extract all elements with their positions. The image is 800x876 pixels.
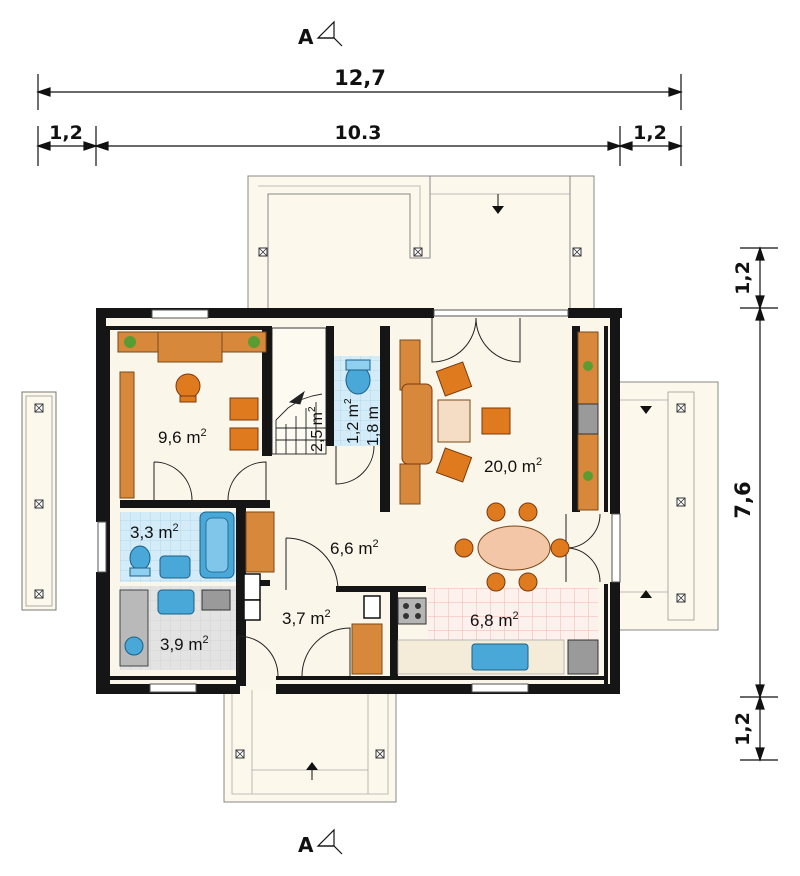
dimension-overall-depth-label: 7,6 (731, 481, 755, 518)
room-label-hall: 6,6 m2 (330, 538, 379, 558)
room-labels: 9,6 m2 2,5 m2 1,2 m2 1,8 m 20,0 m2 3,3 m… (130, 398, 542, 654)
room-label-wc: 1,2 m2 (343, 398, 362, 444)
dimension-vertical (740, 246, 778, 762)
right-terrace (611, 381, 719, 631)
kitchen-fixtures (351, 595, 599, 675)
living-furniture (399, 331, 599, 592)
room-label-study: 9,6 m2 (158, 427, 207, 447)
room-label-laundry: 3,9 m2 (160, 634, 209, 654)
room-label-wc-dimension: 1,8 m (365, 406, 382, 446)
windows (97, 309, 621, 693)
section-marker-top-label: A (298, 25, 314, 49)
kitchen-tiles (428, 588, 598, 640)
dimension-segments (36, 126, 683, 166)
section-marker-top: A (298, 20, 343, 49)
section-marker-bottom-label: A (298, 833, 314, 857)
room-label-stairs: 2,5 m2 (307, 406, 326, 452)
laundry-fixtures (119, 573, 261, 667)
dimension-left-offset-label: 1,2 (49, 122, 83, 144)
dimension-top-offset-label: 1,2 (732, 261, 754, 295)
section-marker-bottom: A (298, 828, 343, 857)
room-label-living: 20,0 m2 (484, 456, 542, 476)
room-label-kitchen: 6,8 m2 (470, 610, 519, 630)
dimension-right-offset-label: 1,2 (633, 122, 667, 144)
dimension-overall-width (36, 74, 683, 110)
entrance-terrace (223, 685, 397, 803)
room-label-vestibule: 3,7 m2 (282, 608, 331, 628)
walls (96, 308, 622, 694)
left-fence-element (21, 391, 57, 611)
top-terrace (247, 175, 595, 315)
dimension-bottom-offset-label: 1,2 (732, 712, 754, 746)
room-label-bathroom: 3,3 m2 (130, 522, 179, 542)
bathroom-fixtures (129, 511, 275, 579)
dimension-overall-width-label: 12,7 (334, 66, 386, 90)
dimension-middle-width-label: 10.3 (335, 122, 382, 144)
wc-fixtures (345, 359, 371, 395)
staircase (271, 327, 327, 455)
study-furniture (117, 331, 267, 499)
